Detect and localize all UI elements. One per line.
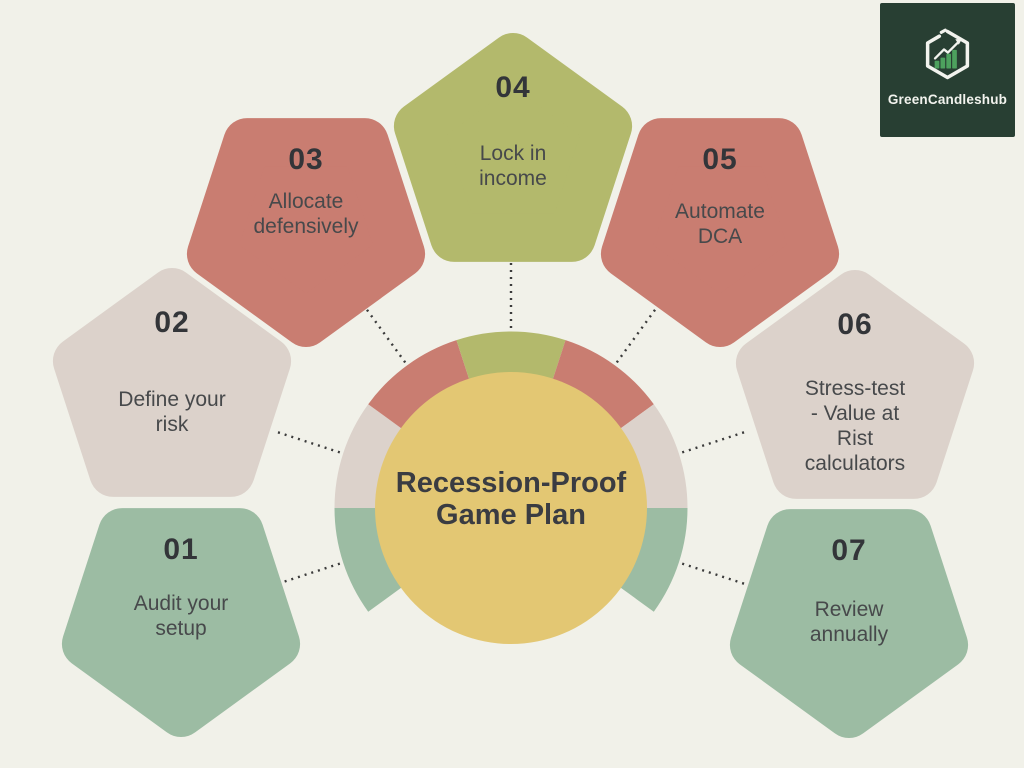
pentagon-06-shape xyxy=(735,270,975,499)
step-06-label-line: Stress-test xyxy=(804,377,906,400)
hexagon-outline xyxy=(925,29,970,79)
step-02-number: 02 xyxy=(154,306,190,339)
pentagon-02-shape xyxy=(52,268,292,497)
trend-arrow xyxy=(933,41,959,60)
brand-logo: GreenCandleshub xyxy=(880,3,1015,137)
ring-segment-07 xyxy=(620,507,688,612)
step-04-label-line: Lock in xyxy=(479,142,547,165)
pentagon-01-shape xyxy=(61,508,301,737)
hexagon-candlestick-growth-icon xyxy=(925,28,970,79)
step-05-label-line: DCA xyxy=(697,225,743,248)
ring-segment-06 xyxy=(620,404,688,509)
step-01-number: 01 xyxy=(163,533,199,566)
step-07-label-line: Review xyxy=(814,598,884,621)
hexagon-notch xyxy=(939,28,947,34)
step-04-label: Lock in income xyxy=(407,141,619,191)
step-03-label-line: defensively xyxy=(253,215,359,238)
step-06-number: 06 xyxy=(837,308,873,341)
brand-name: GreenCandleshub xyxy=(887,91,1008,107)
step-01-label-line: setup xyxy=(155,617,207,640)
connector-step-07 xyxy=(681,562,747,586)
step-07-number: 07 xyxy=(831,534,867,567)
ring-segment-03 xyxy=(368,340,470,429)
center-title-line: Recession-Proof xyxy=(395,467,627,499)
candle-bar xyxy=(946,53,952,69)
step-05-number: 05 xyxy=(702,143,738,176)
step-02-label: Define your risk xyxy=(66,387,278,437)
ring-segment-01 xyxy=(334,507,402,612)
connector-step-02 xyxy=(275,430,341,454)
step-07-label: Review annually xyxy=(743,597,955,647)
step-04-number: 04 xyxy=(495,71,531,104)
step-02-label-line: risk xyxy=(155,413,189,436)
connector-step-06 xyxy=(681,430,747,454)
candle-bar xyxy=(952,49,957,69)
step-06-label-line: calculators xyxy=(804,452,906,475)
center-title-line: Game Plan xyxy=(436,499,586,531)
candle-bar xyxy=(934,60,940,69)
ring-segment-02 xyxy=(334,404,402,509)
pentagon-07-shape xyxy=(729,509,969,738)
ring-segment-05 xyxy=(552,340,654,429)
connector-step-01 xyxy=(275,562,341,586)
step-04-label-line: income xyxy=(479,167,547,190)
center-title: Recession-Proof Game Plan xyxy=(331,467,691,531)
step-06-label-line: - Value at xyxy=(810,402,900,425)
pentagon-05-shape xyxy=(600,118,840,347)
step-07-label-line: annually xyxy=(809,623,889,646)
trend-arrowhead xyxy=(955,38,962,45)
step-03-number: 03 xyxy=(288,143,324,176)
center-circle xyxy=(375,372,647,644)
step-01-label-line: Audit your xyxy=(133,592,229,615)
step-03-label: Allocate defensively xyxy=(200,189,412,239)
connector-step-03 xyxy=(364,307,407,364)
step-03-label-line: Allocate xyxy=(268,190,344,213)
step-02-label-line: Define your xyxy=(118,388,226,411)
connector-step-05 xyxy=(615,307,658,364)
step-01-label: Audit your setup xyxy=(75,591,287,641)
ring-segment-04 xyxy=(456,331,566,380)
step-05-label: Automate DCA xyxy=(614,199,826,249)
pentagon-03-shape xyxy=(186,118,426,347)
step-06-label: Stress-test - Value at Rist calculators xyxy=(749,376,961,476)
step-06-label-line: Rist xyxy=(836,427,874,450)
candle-bar xyxy=(940,57,946,69)
step-05-label-line: Automate xyxy=(675,200,765,223)
pentagon-04-shape xyxy=(393,33,633,262)
